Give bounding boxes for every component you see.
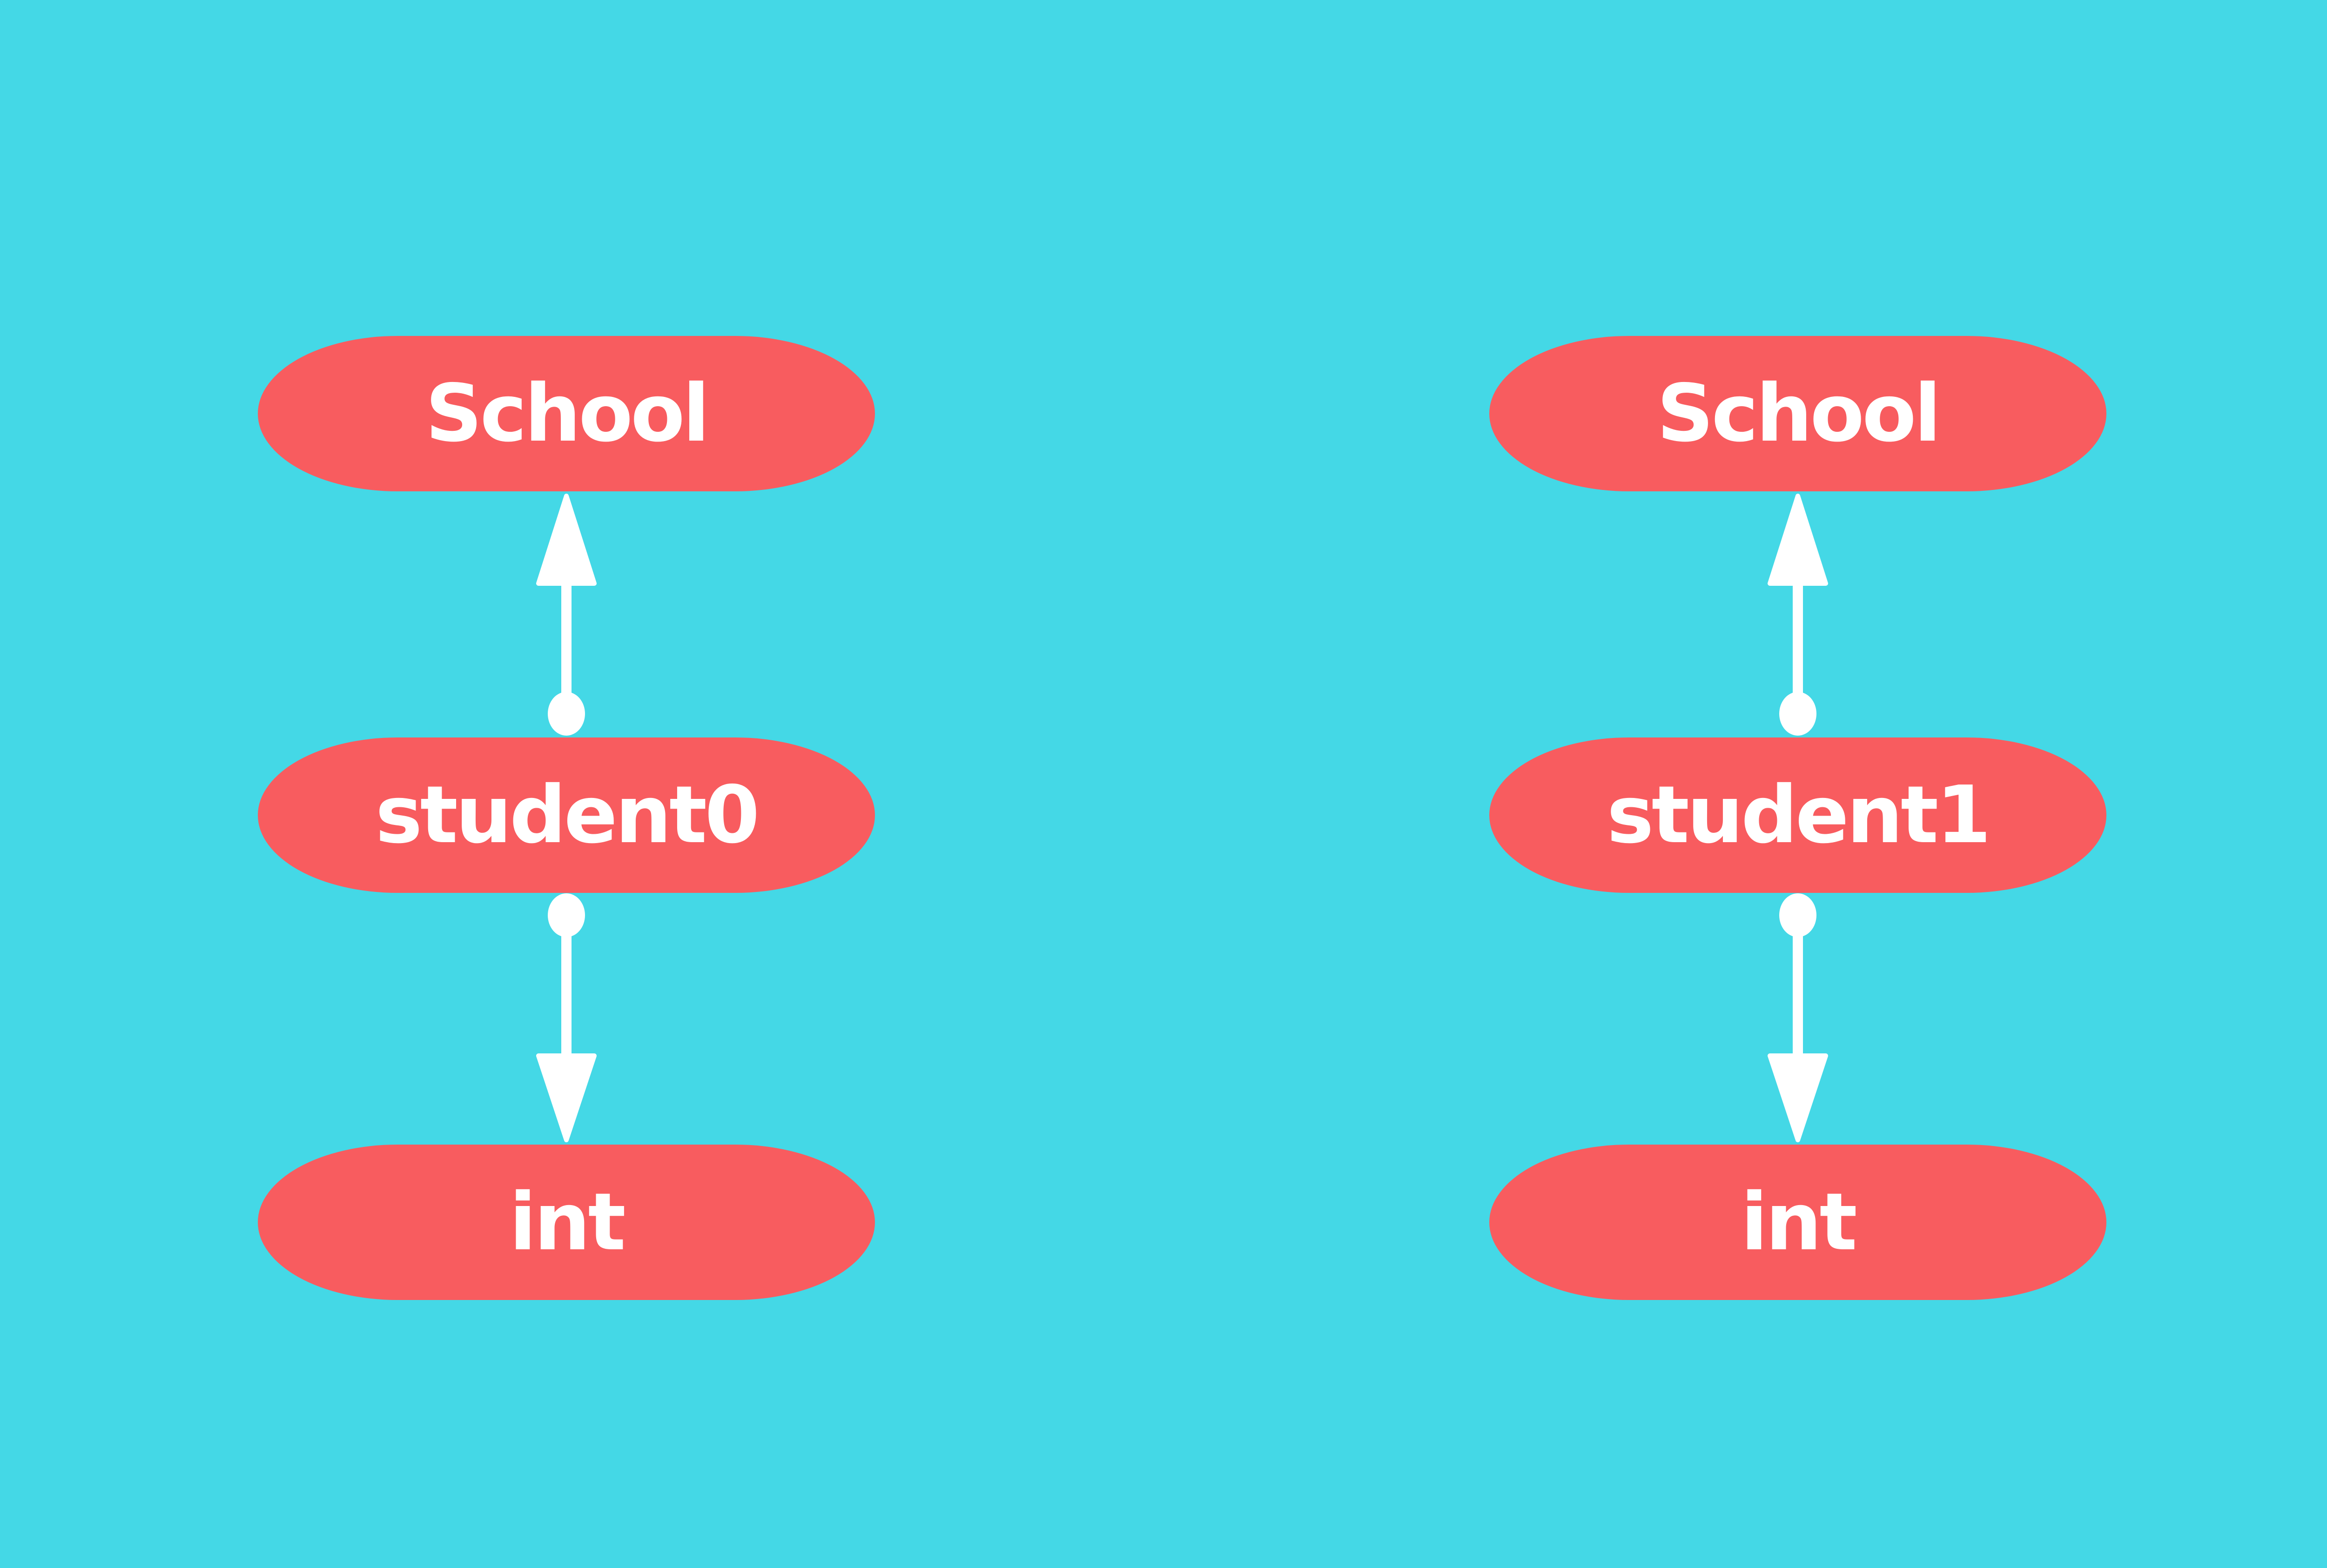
connector-dot [1779,893,1816,937]
node-label: student0 [375,769,760,861]
connector-student1-to-int [1768,893,1828,1142]
node-int-left: int [258,1145,875,1300]
node-label: School [425,368,710,460]
connector-dot [548,893,585,937]
node-label: int [509,1176,626,1268]
node-student1: student1 [1489,737,2106,893]
node-label: int [1741,1176,1857,1268]
connector-shaft [561,935,572,1058]
arrowhead-down-icon [1768,1053,1828,1142]
connector-student0-to-int [536,893,597,1142]
connector-student1-to-school [1768,494,1828,736]
arrowhead-up-icon [1768,494,1828,586]
connector-shaft [561,581,572,699]
connector-dot [548,692,585,736]
node-school-left: School [258,336,875,491]
connector-dot [1779,692,1816,736]
node-label: student1 [1607,769,1991,861]
arrowhead-down-icon [536,1053,597,1142]
node-school-right: School [1489,336,2106,491]
arrowhead-up-icon [536,494,597,586]
connector-student0-to-school [536,494,597,736]
node-student0: student0 [258,737,875,893]
connector-shaft [1793,581,1803,699]
connector-shaft [1793,935,1803,1058]
node-int-right: int [1489,1145,2106,1300]
node-label: School [1656,368,1941,460]
